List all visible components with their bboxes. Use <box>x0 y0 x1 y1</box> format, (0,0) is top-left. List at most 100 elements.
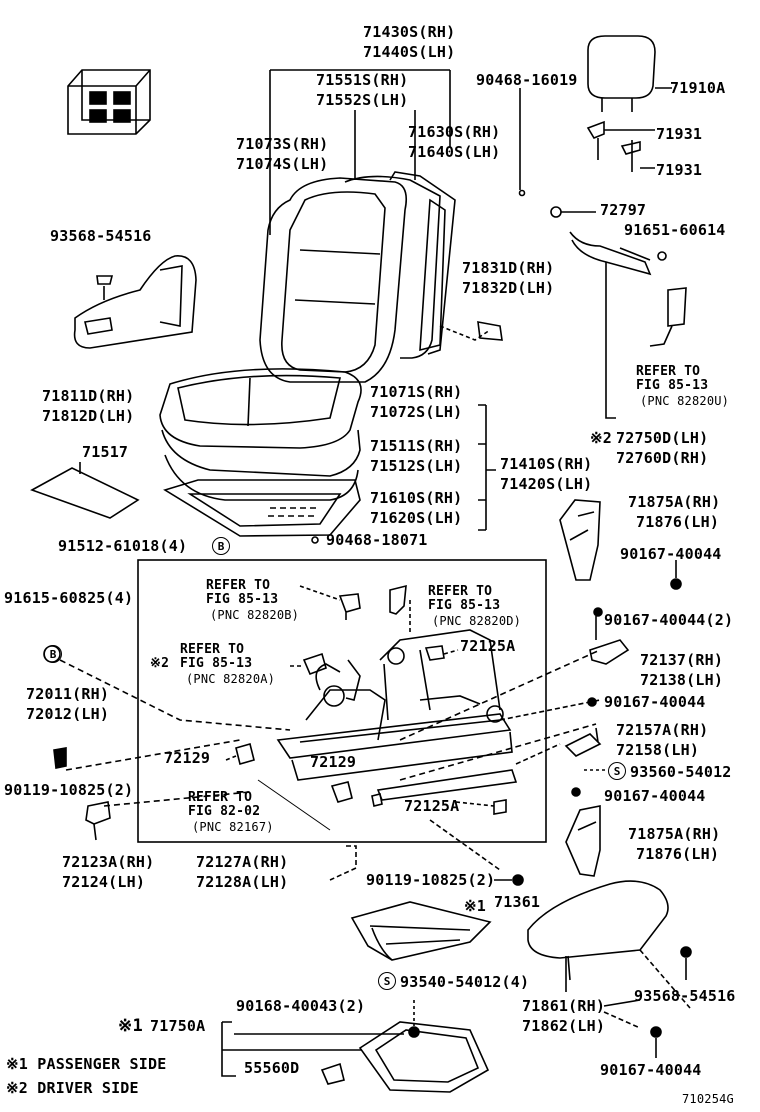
circle-s-marker-1: S <box>608 762 626 780</box>
label-72125a-upper: 72125A <box>460 637 516 655</box>
label-71410s: 71410S(RH) <box>500 455 593 473</box>
label-91512-61018: 91512-61018(4) <box>58 537 188 555</box>
label-93560-54012: 93560-54012 <box>630 763 732 781</box>
label-71812d: 71812D(LH) <box>42 407 135 425</box>
label-71931-a: 71931 <box>656 125 703 143</box>
label-72760d: 72760D(RH) <box>616 449 709 467</box>
label-71875a-lower: 71875A(RH) <box>628 825 721 843</box>
label-90167-40044-2: 90167-40044(2) <box>604 611 734 629</box>
refer-85-13-b-line2: FIG 85-13 <box>206 592 279 607</box>
label-71420s: 71420S(LH) <box>500 475 593 493</box>
label-71910a: 71910A <box>670 79 726 97</box>
label-71440s: 71440S(LH) <box>363 43 456 61</box>
label-72012: 72012(LH) <box>26 705 110 723</box>
label-93568-54516-a: 93568-54516 <box>50 227 152 245</box>
label-72124: 72124(LH) <box>62 873 146 891</box>
label-71512s: 71512S(LH) <box>370 457 463 475</box>
refer-82-02-line2: FIG 82-02 <box>188 804 261 819</box>
refer-85-13-a-mark: ※2 <box>150 656 170 671</box>
label-72125a-lower: 72125A <box>404 797 460 815</box>
label-71750a: 71750A <box>150 1017 206 1035</box>
label-72011: 72011(RH) <box>26 685 110 703</box>
label-71831d: 71831D(RH) <box>462 259 555 277</box>
circle-b-marker-left: B <box>44 645 62 663</box>
circle-b-marker-top: B <box>212 537 230 555</box>
cushion-frame <box>163 479 361 537</box>
label-90119-10825-b: 90119-10825(2) <box>366 871 496 889</box>
label-93540-54012: 93540-54012(4) <box>400 973 530 991</box>
label-72158: 72158(LH) <box>616 741 700 759</box>
refer-85-13-a-line3: (PNC 82820A) <box>186 672 276 686</box>
refer-82-02-line1: REFER TO <box>188 790 253 805</box>
label-72750d: 72750D(LH) <box>616 429 709 447</box>
label-72129-b: 72129 <box>310 753 357 771</box>
refer-85-13-u-line2: FIG 85-13 <box>636 378 709 393</box>
label-72137: 72137(RH) <box>640 651 724 669</box>
label-71876-upper: 71876(LH) <box>636 513 720 531</box>
refer-85-13-a-line2: FIG 85-13 <box>180 656 253 671</box>
note-driver-side: ※2 DRIVER SIDE <box>6 1079 139 1097</box>
label-55560d: 55560D <box>244 1059 300 1077</box>
label-93568-54516-b: 93568-54516 <box>634 987 736 1005</box>
refer-85-13-b-line1: REFER TO <box>206 578 271 593</box>
label-90167-40044-d: 90167-40044 <box>604 787 706 805</box>
label-72127a: 72127A(RH) <box>196 853 289 871</box>
refer-82-02-line3: (PNC 82167) <box>192 820 274 834</box>
label-71073s: 71073S(RH) <box>236 135 329 153</box>
label-71551s: 71551S(RH) <box>316 71 409 89</box>
label-71876-lower: 71876(LH) <box>636 845 720 863</box>
label-91651-60614: 91651-60614 <box>624 221 726 239</box>
label-71074s: 71074S(LH) <box>236 155 329 173</box>
label-72123a: 72123A(RH) <box>62 853 155 871</box>
seat-cushion <box>159 368 362 501</box>
label-71861: 71861(RH) <box>522 997 606 1015</box>
label-71931-b: 71931 <box>656 161 703 179</box>
label-71071s: 71071S(RH) <box>370 383 463 401</box>
label-71517: 71517 <box>82 443 129 461</box>
label-71862: 71862(LH) <box>522 1017 606 1035</box>
label-90167-40044-e: 90167-40044 <box>600 1061 702 1079</box>
label-71610s: 71610S(RH) <box>370 489 463 507</box>
figure-code: 710254G <box>682 1092 734 1106</box>
label-71630s: 71630S(RH) <box>408 123 501 141</box>
label-71361: 71361 <box>494 893 541 911</box>
label-72157a: 72157A(RH) <box>616 721 709 739</box>
label-90119-10825-a: 90119-10825(2) <box>4 781 134 799</box>
label-71640s: 71640S(LH) <box>408 143 501 161</box>
label-72797: 72797 <box>600 201 647 219</box>
refer-85-13-a-line1: REFER TO <box>180 642 245 657</box>
label-71875a-upper: 71875A(RH) <box>628 493 721 511</box>
label-91615-60825: 91615-60825(4) <box>4 589 134 607</box>
label-71832d: 71832D(LH) <box>462 279 555 297</box>
label-71811d: 71811D(RH) <box>42 387 135 405</box>
note-passenger-side: ※1 PASSENGER SIDE <box>6 1055 167 1073</box>
headrest <box>587 35 672 112</box>
label-72750-mark: ※2 <box>590 429 612 447</box>
circle-s-marker-2: S <box>378 972 396 990</box>
label-72129-a: 72129 <box>164 749 211 767</box>
label-71511s: 71511S(RH) <box>370 437 463 455</box>
side-cover-upper <box>73 255 197 349</box>
refer-85-13-d-line3: (PNC 82820D) <box>432 614 522 628</box>
label-71552s: 71552S(LH) <box>316 91 409 109</box>
refer-85-13-d-line2: FIG 85-13 <box>428 598 501 613</box>
label-90168-40043: 90168-40043(2) <box>236 997 366 1015</box>
label-71072s: 71072S(LH) <box>370 403 463 421</box>
refer-85-13-u-line1: REFER TO <box>636 364 701 379</box>
label-71361-mark: ※1 <box>464 897 486 915</box>
label-71620s: 71620S(LH) <box>370 509 463 527</box>
seatback <box>259 171 456 383</box>
refer-85-13-b-line3: (PNC 82820B) <box>210 608 300 622</box>
label-90468-16019: 90468-16019 <box>476 71 578 89</box>
label-71750-mark: ※1 <box>118 1016 143 1036</box>
seat-track-assembly <box>276 629 518 801</box>
label-90468-18071: 90468-18071 <box>326 531 428 549</box>
refer-85-13-u-line3: (PNC 82820U) <box>640 394 730 408</box>
label-72128a: 72128A(LH) <box>196 873 289 891</box>
label-90167-40044-c: 90167-40044 <box>604 693 706 711</box>
seat-location-icon <box>67 69 151 135</box>
label-90167-40044-a: 90167-40044 <box>620 545 722 563</box>
label-71430s: 71430S(RH) <box>363 23 456 41</box>
